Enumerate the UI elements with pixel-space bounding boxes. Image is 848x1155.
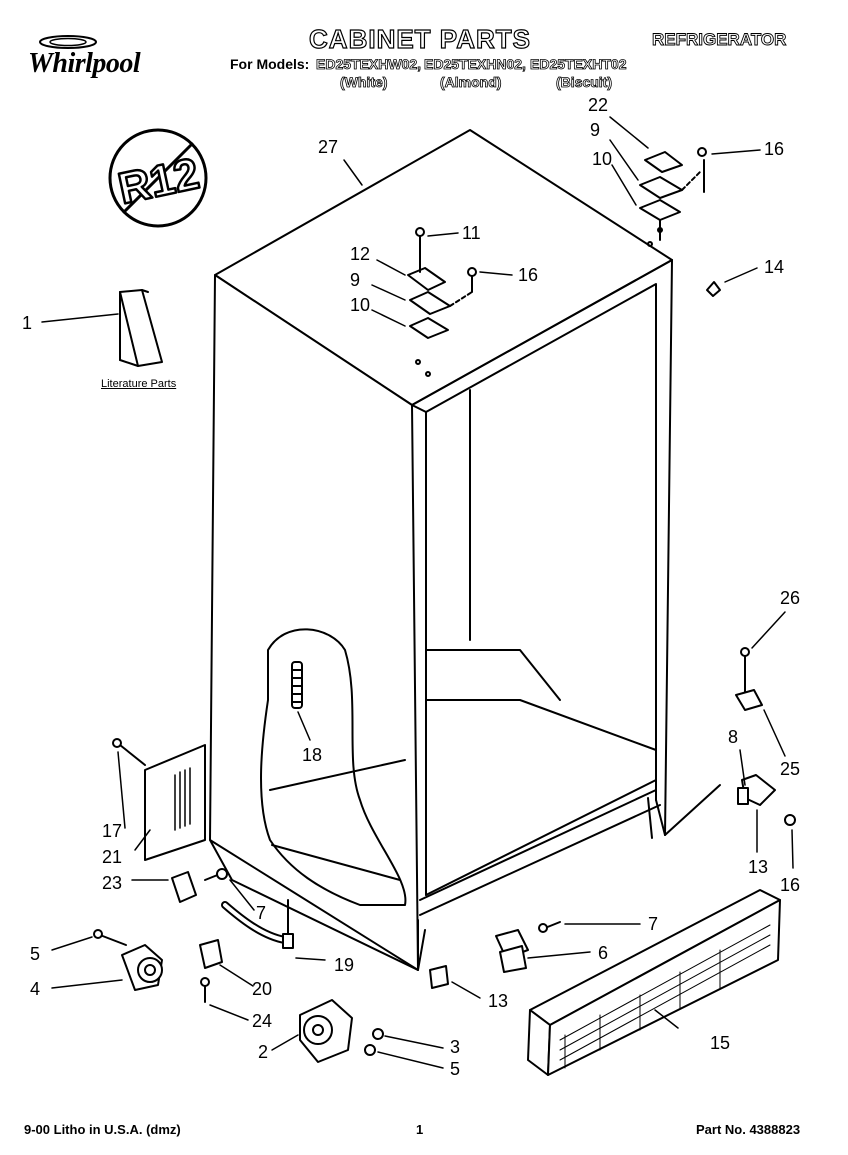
water-tube (199, 899, 294, 1003)
hinge-screws (467, 267, 477, 293)
logo-swirl-icon (39, 35, 97, 49)
callout-number: 9 (590, 120, 601, 140)
leveler-screw (538, 923, 548, 933)
callout-number: 24 (252, 1011, 273, 1031)
rear-roller (93, 929, 163, 991)
callout-number: 5 (450, 1059, 461, 1079)
center-top-hinge (407, 227, 473, 377)
r12-text: R12 (114, 149, 203, 214)
callout-number: 22 (588, 95, 609, 115)
whirlpool-logo: Whirlpool (24, 30, 174, 79)
callout-number: 4 (30, 979, 41, 999)
callout-number: 9 (350, 270, 361, 290)
right-lower-hinge-bracket (735, 647, 796, 826)
callout-number: 7 (256, 903, 267, 923)
callout-number: 6 (598, 943, 609, 963)
rear-bracket-panel (112, 738, 228, 903)
callout-number: 26 (780, 588, 801, 608)
callout-number: 15 (710, 1033, 731, 1053)
page-number: 1 (416, 1122, 424, 1137)
callout-number: 11 (462, 223, 481, 243)
callout-number: 5 (30, 944, 41, 964)
callout-number: 13 (488, 991, 509, 1011)
door-stop-clip (706, 281, 721, 297)
callout-number: 7 (648, 914, 659, 934)
model-number: ED25TEXHW02, (316, 56, 422, 73)
callout-number: 19 (334, 955, 355, 975)
toe-grille (527, 889, 781, 1076)
model-color: (Almond) (440, 74, 502, 91)
callout-number: 16 (764, 139, 785, 159)
callout-number: 25 (780, 759, 801, 779)
callout-number: 21 (102, 847, 123, 867)
defrost-drain-hose (291, 661, 303, 709)
callout-number: 17 (102, 821, 123, 841)
cabinet-body (209, 129, 721, 971)
callout-number: 13 (748, 857, 769, 877)
callout-number: 16 (518, 265, 539, 285)
front-leveler (429, 921, 561, 989)
callout-number: 10 (350, 295, 371, 315)
literature-booklet (119, 289, 163, 367)
callout-number: 16 (780, 875, 801, 895)
print-info: 9-00 Litho in U.S.A. (dmz) (24, 1122, 181, 1137)
leader-lines (41, 116, 794, 1069)
no-r12-badge: R12 (108, 128, 208, 228)
literature-parts-label: Literature Parts (101, 378, 177, 390)
models-label: For Models: (230, 56, 310, 72)
callout-number: 18 (302, 745, 323, 765)
model-number: ED25TEXHN02, (424, 56, 527, 73)
front-roller (299, 999, 384, 1063)
callout-number: 14 (764, 257, 785, 277)
model-color: (Biscuit) (556, 74, 613, 91)
callout-number: 2 (258, 1042, 269, 1062)
page-title: CABINET PARTS (308, 23, 531, 54)
callout-number: 1 (22, 313, 33, 333)
callout-number: 8 (728, 727, 739, 747)
model-color: (White) (340, 74, 388, 91)
brand-name: Whirlpool (28, 48, 141, 79)
callout-number: 23 (102, 873, 123, 893)
product-type: REFRIGERATOR (652, 30, 787, 50)
callout-number: 20 (252, 979, 273, 999)
callout-number: 27 (318, 137, 339, 157)
right-top-hinge (639, 147, 707, 247)
callout-number: 3 (450, 1037, 461, 1057)
callout-number: 12 (350, 244, 371, 264)
model-number: ED25TEXHT02 (530, 56, 627, 73)
part-number: Part No. 4388823 (696, 1122, 801, 1137)
callout-number: 10 (592, 149, 613, 169)
